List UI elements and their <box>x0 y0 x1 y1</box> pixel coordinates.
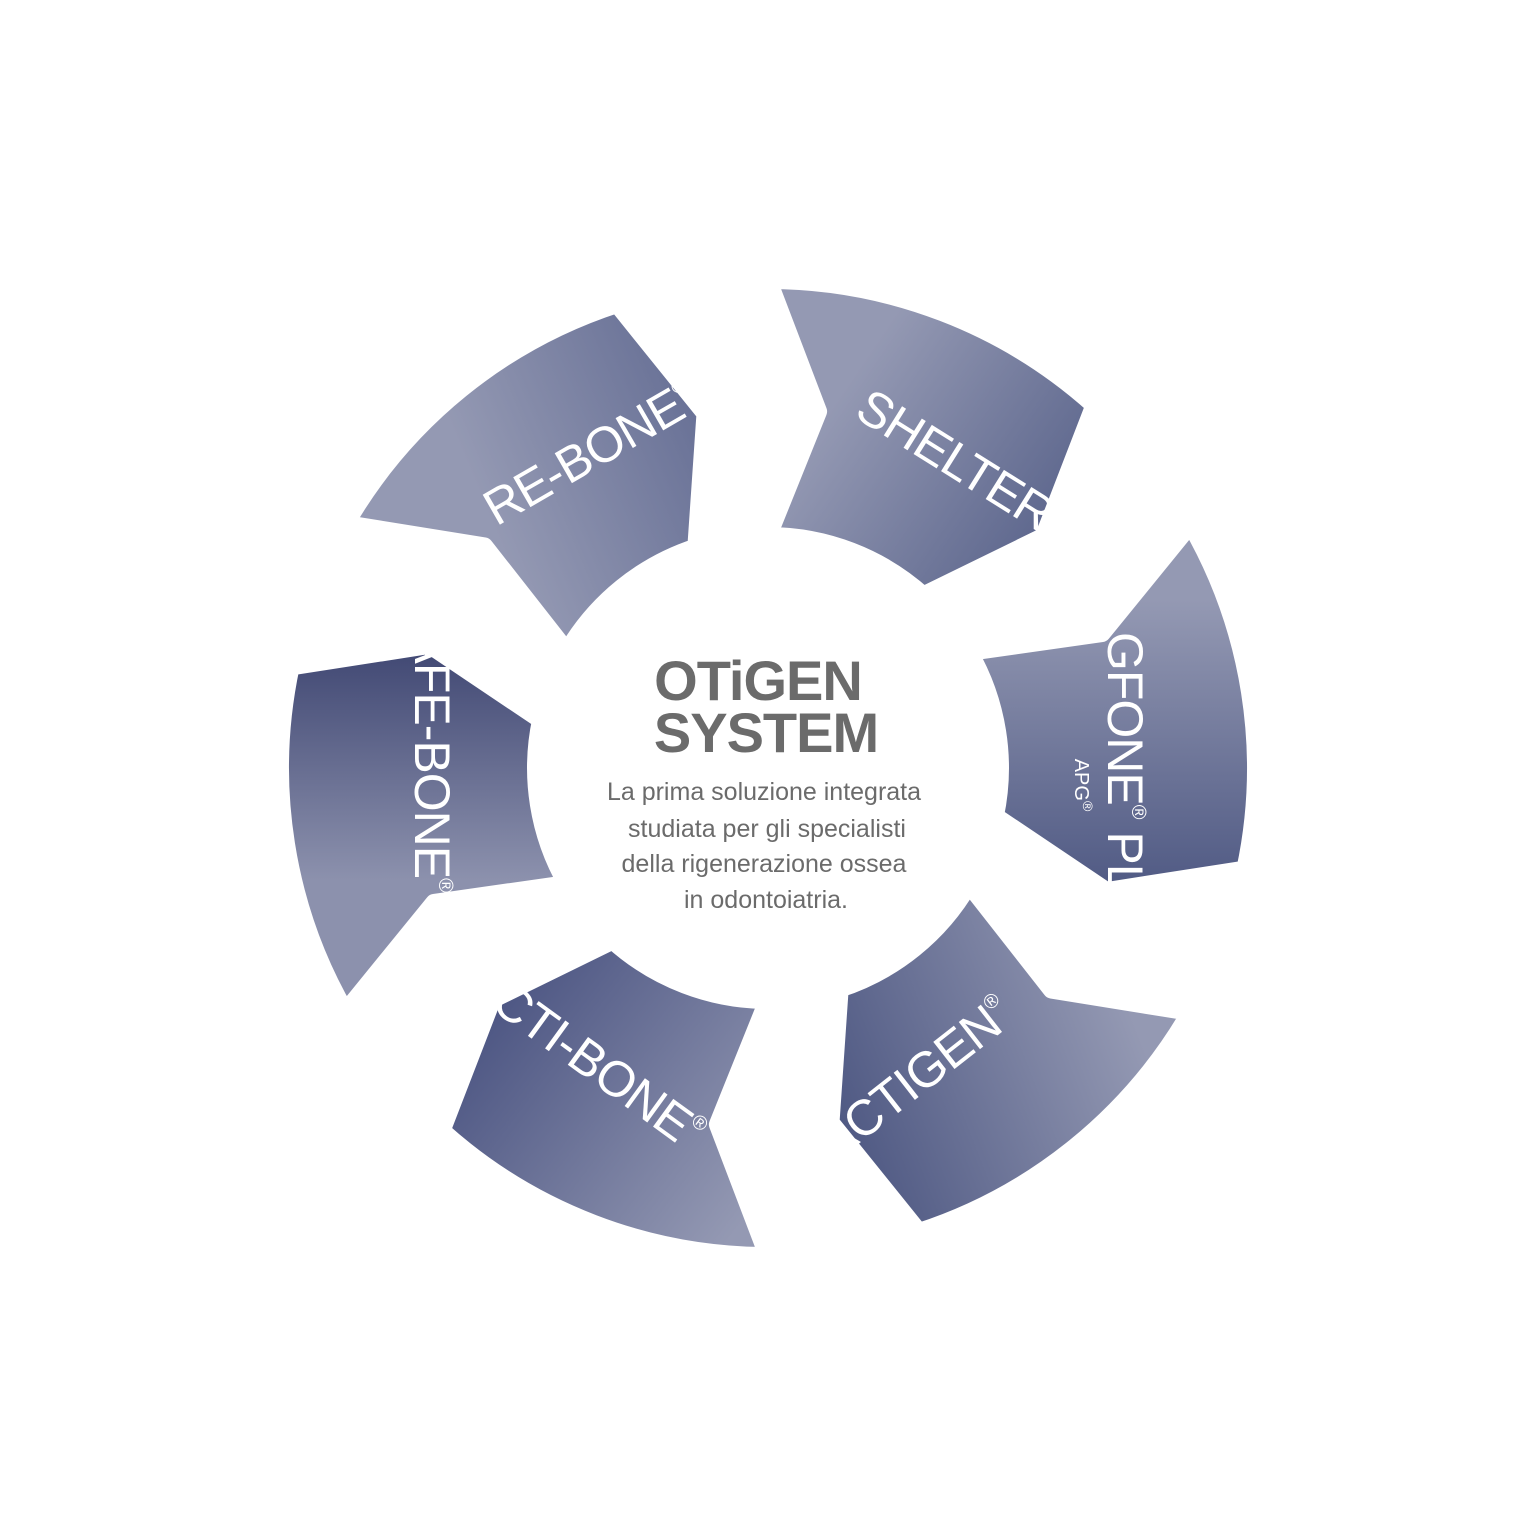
center-description-line2: studiata per gli specialisti <box>628 815 906 843</box>
segment-label-safebone: SAFE-BONE® <box>404 598 460 893</box>
center-description-line1: La prima soluzione integrata <box>607 778 921 806</box>
center-title-line1: OTiGEN <box>654 649 862 712</box>
center-description-line4: in odontoiatria. <box>684 886 848 914</box>
segment-sublabel-apg: APG® <box>1070 759 1096 812</box>
center-circle <box>536 536 1000 1000</box>
center-description-line3: della rigenerazione ossea <box>622 850 907 878</box>
center-title-line2: SYSTEM <box>654 701 878 764</box>
segment-label-gfone: GFONE® PLUS <box>1097 632 1153 958</box>
